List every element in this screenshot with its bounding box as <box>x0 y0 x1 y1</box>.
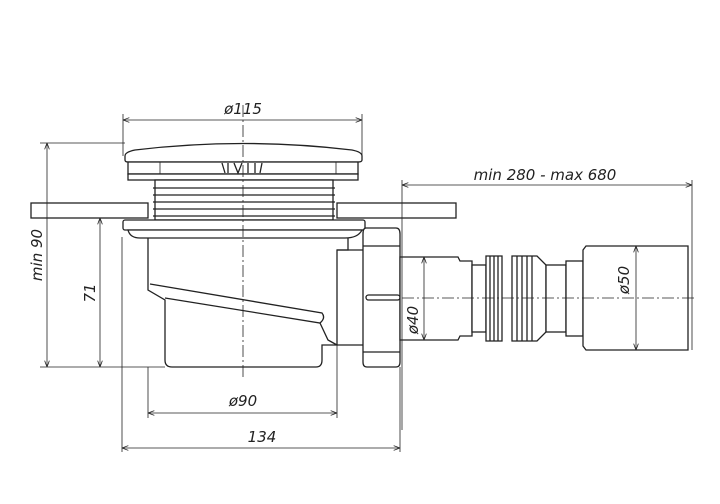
body-height-label: 71 <box>81 283 99 302</box>
thread <box>153 179 335 221</box>
nut <box>362 227 401 368</box>
pipe-diameter-label: ø50 <box>615 266 633 295</box>
floor-left <box>30 202 149 219</box>
body-diameter-label: ø90 <box>228 392 257 410</box>
pipe-length-label: min 280 - max 680 <box>474 166 617 184</box>
total-width-label: 134 <box>248 428 277 446</box>
drain-body <box>122 219 366 368</box>
outlet-diameter-label: ø40 <box>404 306 422 335</box>
drain-cap <box>124 142 363 181</box>
cap-diameter-label: ø115 <box>223 100 262 118</box>
floor-right <box>336 202 457 219</box>
min-height-label: min 90 <box>28 229 46 281</box>
dimension-lines <box>40 114 693 452</box>
